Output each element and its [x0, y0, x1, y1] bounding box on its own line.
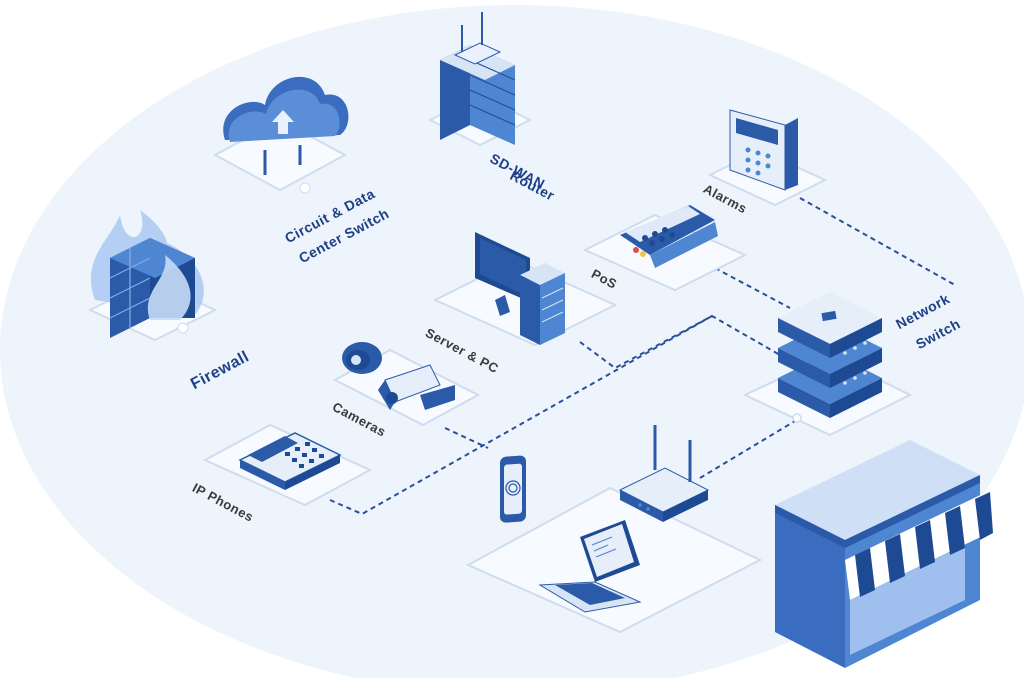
firewall-icon [87, 210, 218, 342]
network-switch-icon [742, 292, 913, 437]
link-serverpc-switch [579, 314, 781, 370]
laptop-icon [538, 520, 642, 613]
server-rack-icon [427, 12, 533, 147]
alarm-panel-icon [707, 109, 828, 207]
link-ipphones [329, 315, 713, 516]
desk-phone-icon [202, 423, 373, 507]
link-alarms-switch [799, 197, 956, 286]
fingerprint-phone-icon [500, 455, 526, 523]
node-dots [792, 413, 802, 423]
link-wifi-switch [699, 417, 801, 479]
storefront-icon [775, 440, 995, 668]
wifi-router-icon [618, 425, 710, 522]
monitor-server-icon [432, 232, 618, 347]
camera-icon [332, 342, 481, 427]
payment-terminal-icon [582, 205, 748, 292]
link-cameras [444, 427, 489, 449]
cloud-icon [212, 76, 349, 194]
connection-lines [329, 197, 956, 516]
